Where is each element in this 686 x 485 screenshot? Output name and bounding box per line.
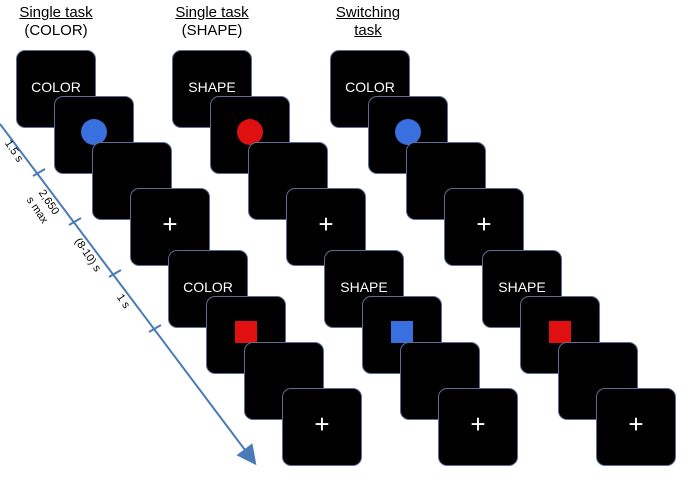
fixation-cross: + bbox=[162, 209, 178, 239]
timeline-tick bbox=[148, 324, 162, 333]
column-title-color: Single task (COLOR) bbox=[6, 4, 106, 40]
cue-label: SHAPE bbox=[340, 279, 388, 295]
column-title-line2: task bbox=[354, 22, 382, 39]
fixation-cross: + bbox=[318, 209, 334, 239]
column-title-line1: Single task bbox=[19, 4, 93, 21]
square-stimulus bbox=[391, 321, 413, 343]
circle-stimulus bbox=[395, 119, 421, 145]
cue-label: COLOR bbox=[345, 79, 395, 95]
timeline-line bbox=[0, 123, 257, 466]
column-title-line2: (SHAPE) bbox=[181, 22, 243, 39]
fixation-cross: + bbox=[476, 209, 492, 239]
column-title-switching: Switching task bbox=[318, 4, 418, 40]
fixation-cross: + bbox=[628, 409, 644, 439]
circle-stimulus bbox=[237, 119, 263, 145]
fixation-screen: + bbox=[596, 388, 676, 466]
fixation-screen: + bbox=[438, 388, 518, 466]
fixation-cross: + bbox=[314, 409, 330, 439]
timeline-tick bbox=[68, 217, 82, 226]
fixation-screen: + bbox=[282, 388, 362, 466]
cue-label: COLOR bbox=[183, 279, 233, 295]
column-title-line1: Single task bbox=[175, 4, 249, 21]
timeline-tick bbox=[108, 269, 122, 278]
cue-label: SHAPE bbox=[498, 279, 546, 295]
cue-label: COLOR bbox=[31, 79, 81, 95]
cue-label: SHAPE bbox=[188, 79, 236, 95]
column-title-line1: Switching bbox=[335, 4, 401, 21]
fixation-cross: + bbox=[470, 409, 486, 439]
square-stimulus bbox=[235, 321, 257, 343]
timeline-tick bbox=[32, 168, 46, 177]
column-title-line2: (COLOR) bbox=[24, 22, 88, 39]
circle-stimulus bbox=[81, 119, 107, 145]
square-stimulus bbox=[549, 321, 571, 343]
column-title-shape: Single task (SHAPE) bbox=[162, 4, 262, 40]
